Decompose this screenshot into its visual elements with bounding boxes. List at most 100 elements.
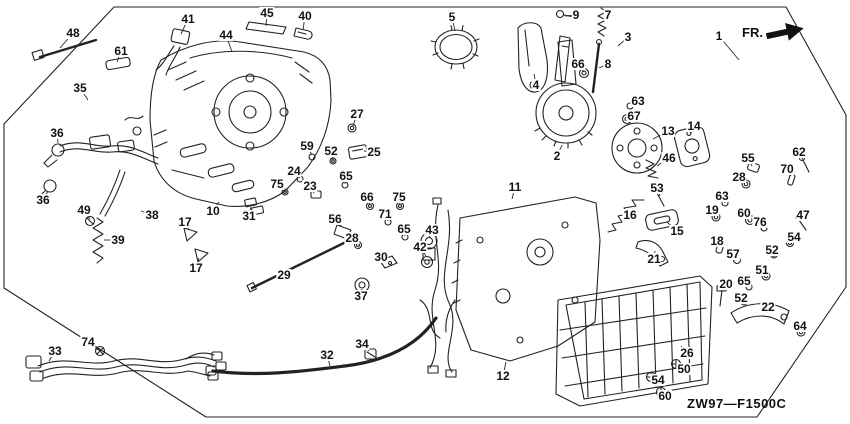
part-callout-34: 34 bbox=[354, 337, 370, 351]
part-callout-16: 16 bbox=[622, 208, 638, 222]
rod-8-art bbox=[591, 38, 603, 94]
spring-39-art bbox=[92, 217, 104, 264]
part-callout-11: 11 bbox=[507, 180, 523, 194]
part-callout-36: 36 bbox=[35, 193, 51, 207]
part-callout-65: 65 bbox=[338, 169, 354, 183]
key-36a-art bbox=[43, 143, 65, 168]
part-callout-28: 28 bbox=[344, 231, 360, 245]
bracket-3-art bbox=[554, 35, 571, 83]
part-callout-57: 57 bbox=[725, 247, 741, 261]
part-callout-26: 26 bbox=[679, 346, 695, 360]
part-callout-66: 66 bbox=[359, 190, 375, 204]
part-callout-61: 61 bbox=[113, 44, 129, 58]
fr-label: FR. bbox=[742, 24, 763, 40]
cam-gear-2-art bbox=[534, 39, 597, 149]
part-callout-39: 39 bbox=[110, 233, 126, 247]
part-callout-67: 67 bbox=[626, 109, 642, 123]
part-callout-27: 27 bbox=[349, 107, 365, 121]
rod-29-art bbox=[246, 238, 352, 293]
part-callout-65: 65 bbox=[736, 274, 752, 288]
part-callout-54: 54 bbox=[786, 230, 802, 244]
strip-45-art bbox=[245, 21, 287, 35]
clip-40-art bbox=[293, 27, 313, 40]
part-callout-75: 75 bbox=[269, 177, 285, 191]
part-callout-56: 56 bbox=[327, 212, 343, 226]
part-callout-47: 47 bbox=[795, 208, 811, 222]
part-callout-74: 74 bbox=[80, 335, 96, 349]
part-callout-41: 41 bbox=[180, 12, 196, 26]
arm-22-art bbox=[730, 303, 790, 325]
part-callout-4: 4 bbox=[531, 78, 541, 92]
part-callout-38: 38 bbox=[144, 208, 160, 222]
part-callout-2: 2 bbox=[552, 149, 562, 163]
part-callout-52: 52 bbox=[764, 243, 780, 257]
fr-arrow-icon bbox=[765, 22, 804, 41]
part-callout-25: 25 bbox=[366, 145, 382, 159]
part-callout-22: 22 bbox=[760, 300, 776, 314]
side-panel-11-art bbox=[451, 196, 601, 362]
part-callout-53: 53 bbox=[649, 181, 665, 195]
part-callout-70: 70 bbox=[779, 162, 795, 176]
part-callout-36: 36 bbox=[49, 126, 65, 140]
part-callout-48: 48 bbox=[65, 26, 81, 40]
part-callout-35: 35 bbox=[72, 81, 88, 95]
part-callout-14: 14 bbox=[686, 119, 702, 133]
part-callout-55: 55 bbox=[740, 151, 756, 165]
spring-46-art bbox=[645, 159, 659, 179]
part-callout-40: 40 bbox=[297, 9, 313, 23]
retainer-ring-5-art bbox=[430, 24, 480, 70]
part-callout-28: 28 bbox=[731, 170, 747, 184]
part-callout-51: 51 bbox=[754, 263, 770, 277]
part-callout-62: 62 bbox=[791, 145, 807, 159]
part-callout-18: 18 bbox=[709, 234, 725, 248]
part-callout-37: 37 bbox=[353, 289, 369, 303]
part-callout-45: 45 bbox=[259, 6, 275, 20]
part-callout-3: 3 bbox=[623, 30, 633, 44]
part-callout-60: 60 bbox=[657, 389, 673, 403]
cable-38-art bbox=[99, 169, 126, 217]
part-callout-1: 1 bbox=[714, 29, 724, 43]
part-callout-29: 29 bbox=[276, 268, 292, 282]
part-callout-15: 15 bbox=[669, 224, 685, 238]
part-callout-44: 44 bbox=[218, 28, 234, 42]
part-callout-50: 50 bbox=[676, 362, 692, 376]
part-callout-43: 43 bbox=[424, 223, 440, 237]
part-callout-24: 24 bbox=[286, 164, 302, 178]
part-callout-17: 17 bbox=[188, 261, 204, 275]
part-callout-19: 19 bbox=[704, 203, 720, 217]
cable-assembly-35-art bbox=[59, 115, 159, 165]
part-callout-63: 63 bbox=[630, 94, 646, 108]
bolt-49-art bbox=[84, 215, 96, 227]
part-callout-31: 31 bbox=[241, 209, 257, 223]
part-callout-75: 75 bbox=[391, 190, 407, 204]
bolt-48-art bbox=[31, 38, 98, 61]
part-callout-21: 21 bbox=[646, 252, 662, 266]
part-callout-76: 76 bbox=[752, 215, 768, 229]
diagram-code: ZW97—F1500C bbox=[687, 396, 787, 411]
part-callout-54: 54 bbox=[650, 373, 666, 387]
part-callout-8: 8 bbox=[603, 57, 613, 71]
part-callout-7: 7 bbox=[603, 8, 613, 22]
control-housing-44-art bbox=[149, 40, 332, 207]
part-callout-20: 20 bbox=[718, 277, 734, 291]
drum-13-art bbox=[611, 122, 663, 174]
wire-harness-33-art bbox=[25, 345, 227, 382]
part-callout-66: 66 bbox=[570, 57, 586, 71]
plate-15-art bbox=[645, 209, 679, 231]
part-callout-30: 30 bbox=[373, 250, 389, 264]
bracket-41-art bbox=[155, 28, 191, 76]
part-callout-10: 10 bbox=[205, 204, 221, 218]
part-callout-9: 9 bbox=[571, 8, 581, 22]
part-callout-64: 64 bbox=[792, 319, 808, 333]
part-callout-33: 33 bbox=[47, 344, 63, 358]
part-callout-59: 59 bbox=[299, 139, 315, 153]
part-callout-49: 49 bbox=[76, 203, 92, 217]
part-callout-32: 32 bbox=[319, 348, 335, 362]
part-callout-13: 13 bbox=[660, 124, 676, 138]
part-callout-23: 23 bbox=[302, 179, 318, 193]
part-callout-52: 52 bbox=[733, 291, 749, 305]
part-callout-60: 60 bbox=[736, 206, 752, 220]
